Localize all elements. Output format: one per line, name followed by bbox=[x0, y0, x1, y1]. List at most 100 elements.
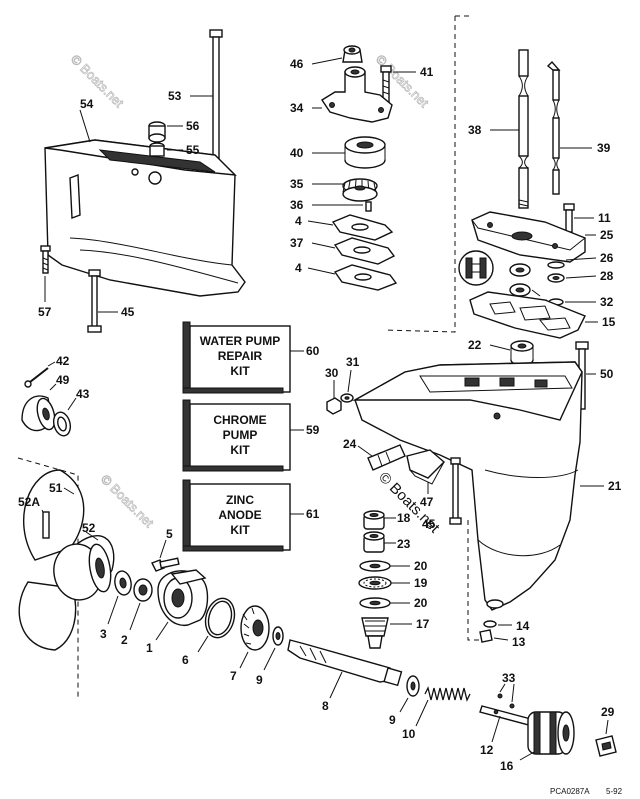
thrust-bearing-19 bbox=[358, 576, 392, 590]
callout-41: 41 bbox=[420, 65, 434, 79]
o-ring-6 bbox=[204, 597, 236, 639]
bearing-18 bbox=[363, 510, 385, 530]
spring-10 bbox=[424, 686, 471, 702]
callout-61: 61 bbox=[306, 507, 320, 521]
pump-housing-34 bbox=[321, 66, 393, 123]
screw-57 bbox=[40, 245, 51, 274]
seal-28 bbox=[547, 273, 565, 283]
callout-1: 1 bbox=[146, 641, 153, 655]
callout-2: 2 bbox=[121, 633, 128, 647]
gasket-4 bbox=[331, 214, 394, 241]
kit-label: KIT bbox=[230, 523, 250, 537]
callout-30: 30 bbox=[325, 366, 339, 380]
assembly-line bbox=[384, 16, 456, 333]
callout-7: 7 bbox=[230, 669, 237, 683]
callout-52a: 52A bbox=[18, 495, 40, 509]
callout-47: 47 bbox=[420, 495, 434, 509]
callout-37: 37 bbox=[290, 236, 304, 250]
bolt-45 bbox=[87, 269, 102, 333]
o-ring-26 bbox=[547, 261, 565, 269]
water-pump-repair-kit-box: WATER PUMP REPAIR KIT bbox=[182, 321, 291, 394]
cotter-pin-42 bbox=[24, 367, 49, 388]
callout-52: 52 bbox=[82, 521, 96, 535]
callout-26: 26 bbox=[600, 251, 614, 265]
prop-nut-49 bbox=[21, 395, 56, 432]
callout-9: 9 bbox=[256, 673, 263, 687]
washer-31 bbox=[340, 393, 354, 403]
callout-6: 6 bbox=[182, 653, 189, 667]
shift-rod-39 bbox=[546, 60, 561, 195]
callout-56: 56 bbox=[186, 119, 200, 133]
o-ring-6-inner bbox=[207, 600, 233, 636]
callout-23: 23 bbox=[397, 537, 411, 551]
thrust-washer-3 bbox=[114, 570, 132, 596]
kit-label: KIT bbox=[230, 443, 250, 457]
callout-43: 43 bbox=[76, 387, 90, 401]
seal-27 bbox=[509, 263, 531, 297]
callout-14: 14 bbox=[516, 619, 530, 633]
screw-30 bbox=[326, 380, 342, 415]
washer-9 bbox=[272, 626, 284, 646]
seal-2 bbox=[133, 578, 153, 602]
watermark: © Boats.net bbox=[68, 52, 127, 111]
screw-13 bbox=[479, 629, 493, 643]
clutch-dog-16 bbox=[527, 711, 575, 755]
screw-41 bbox=[380, 65, 392, 103]
callout-36: 36 bbox=[290, 198, 304, 212]
callout-34: 34 bbox=[290, 101, 304, 115]
bushing-56 bbox=[148, 121, 166, 143]
bolt-45-right bbox=[449, 457, 462, 525]
callout-53: 53 bbox=[168, 89, 182, 103]
callout-45: 45 bbox=[121, 305, 135, 319]
impeller-cup-40 bbox=[344, 136, 386, 169]
callout-32: 32 bbox=[600, 295, 614, 309]
callout-40: 40 bbox=[290, 146, 304, 160]
bushing-55 bbox=[149, 142, 165, 157]
cradle-29 bbox=[595, 735, 617, 757]
callout-39: 39 bbox=[597, 141, 611, 155]
watermark: © Boats.net bbox=[98, 472, 157, 531]
reverse-gear-7 bbox=[240, 605, 270, 651]
callout-42: 42 bbox=[56, 354, 70, 368]
callout-60: 60 bbox=[306, 344, 320, 358]
assembly-line bbox=[467, 520, 488, 641]
spacer-43 bbox=[52, 411, 72, 437]
callout-5: 5 bbox=[166, 527, 173, 541]
washer-9-right bbox=[406, 675, 420, 697]
exhaust-housing-54 bbox=[44, 139, 246, 297]
callout-25: 25 bbox=[600, 228, 614, 242]
bushing-22 bbox=[510, 340, 534, 366]
drawing-date: 5-92 bbox=[606, 787, 623, 796]
callout-35: 35 bbox=[290, 177, 304, 191]
key-36 bbox=[365, 201, 372, 212]
callout-38: 38 bbox=[468, 123, 482, 137]
callout-22: 22 bbox=[468, 338, 482, 352]
callout-3: 3 bbox=[100, 627, 107, 641]
thrust-washer-20-lower-bore bbox=[369, 600, 381, 606]
callout-28: 28 bbox=[600, 269, 614, 283]
kit-label: PUMP bbox=[223, 428, 258, 442]
callout-57: 57 bbox=[38, 305, 52, 319]
callout-50: 50 bbox=[600, 367, 614, 381]
callout-59: 59 bbox=[306, 423, 320, 437]
propeller-shaft-8 bbox=[287, 639, 403, 687]
thrust-washer-20-bore bbox=[369, 563, 381, 569]
o-ring-14 bbox=[483, 620, 497, 628]
callout-16: 16 bbox=[500, 759, 514, 773]
callout-9: 9 bbox=[389, 713, 396, 727]
retainer-25 bbox=[471, 211, 586, 263]
callout-4: 4 bbox=[295, 261, 302, 275]
callout-10: 10 bbox=[402, 727, 416, 741]
bearing-23 bbox=[363, 531, 385, 553]
insert-52a bbox=[42, 511, 50, 539]
callout-19: 19 bbox=[414, 576, 428, 590]
callout-20: 20 bbox=[414, 596, 428, 610]
kit-label: KIT bbox=[230, 364, 250, 378]
callout-54: 54 bbox=[80, 97, 94, 111]
callout-17: 17 bbox=[416, 617, 430, 631]
callout-29: 29 bbox=[601, 705, 615, 719]
grommet-46 bbox=[342, 45, 363, 63]
callout-45: 45 bbox=[422, 517, 436, 531]
callout-49: 49 bbox=[56, 373, 70, 387]
kit-label: CHROME bbox=[213, 413, 266, 427]
